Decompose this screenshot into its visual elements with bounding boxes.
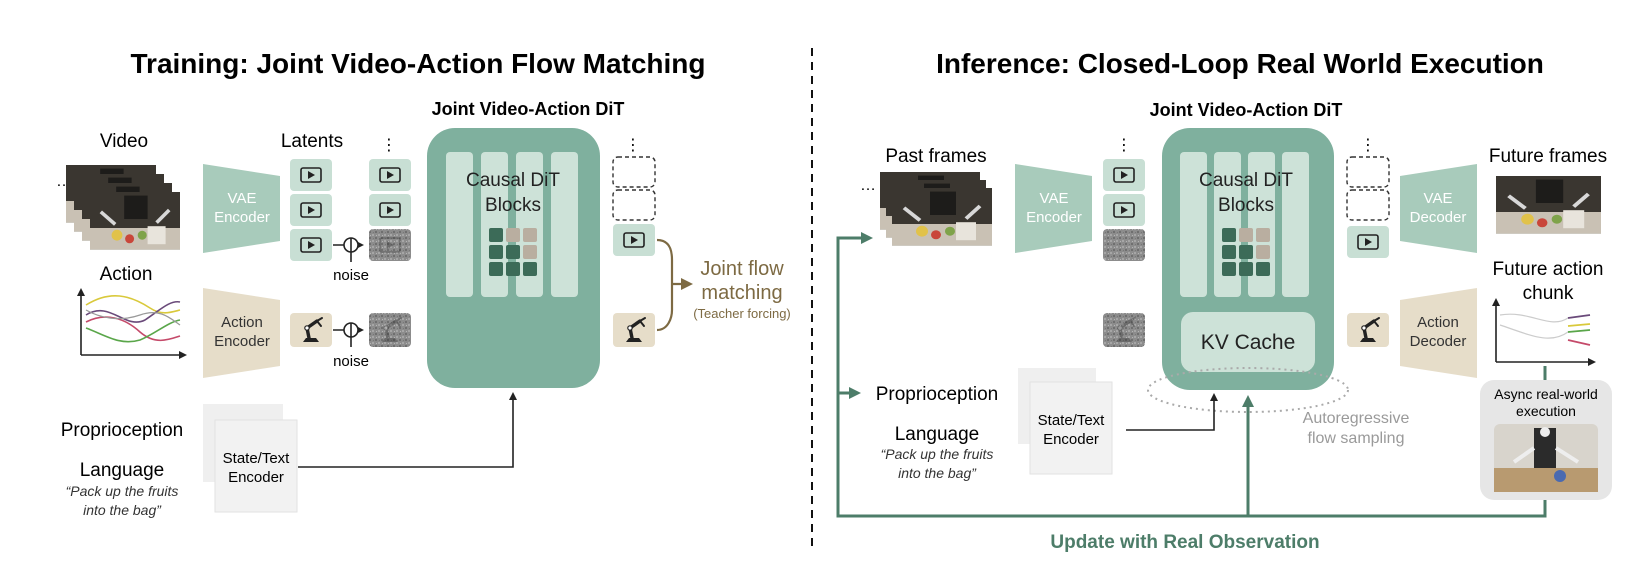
training-vae-encoder-l2: Encoder — [214, 209, 270, 226]
training-blocks-label-l1: Causal DiT — [466, 170, 560, 191]
training-state-text-encoder — [214, 419, 298, 513]
training-quote-l2: into the bag” — [83, 502, 162, 518]
training-attention-grid — [489, 228, 537, 276]
training-blocks-label-l2: Blocks — [485, 195, 541, 216]
inference-state-text-l1: State/Text — [1038, 412, 1106, 429]
video-label: Video — [100, 131, 148, 152]
latents-label: Latents — [281, 131, 343, 152]
inference-quote-l1: “Pack up the fruits — [881, 446, 994, 462]
video-frames — [64, 163, 182, 252]
teacher-forcing: (Teacher forcing) — [693, 306, 791, 321]
inference-dit-title: Joint Video-Action DiT — [1150, 100, 1343, 120]
output-action-latent — [613, 313, 655, 347]
autoregressive-loop — [1147, 367, 1349, 413]
inference-output-action-latent — [1347, 313, 1389, 347]
past-frames-label: Past frames — [885, 146, 986, 167]
vae-decoder-l2: Decoder — [1410, 209, 1467, 226]
training-title: Training: Joint Video-Action Flow Matchi… — [130, 48, 705, 79]
inference-latents-ellipsis: ⋮ — [1116, 137, 1132, 154]
action-label: Action — [100, 264, 153, 285]
future-action-l1: Future action — [1493, 259, 1604, 280]
training-language: Language — [80, 460, 165, 481]
inference-blocks-label-l2: Blocks — [1218, 195, 1274, 216]
training-action-encoder-l1: Action — [221, 314, 263, 331]
training-panel: Training: Joint Video-Action Flow Matchi… — [56, 48, 791, 518]
output-ellipsis: ⋮ — [625, 137, 641, 154]
inference-panel: Inference: Closed-Loop Real World Execut… — [836, 48, 1612, 553]
inference-noisy-video-latent — [1103, 229, 1145, 261]
joint-flow-l2: matching — [701, 282, 782, 304]
training-vae-encoder — [203, 164, 280, 253]
latents-ellipsis-a: ⋮ — [381, 137, 397, 154]
inference-action-decoder — [1400, 288, 1477, 378]
inference-vae-decoder — [1400, 164, 1477, 253]
inference-output-ellipsis: ⋮ — [1360, 137, 1376, 154]
future-action-l2: chunk — [1523, 283, 1574, 304]
noise-label-action: noise — [333, 353, 369, 370]
inference-vae-encoder — [1015, 164, 1092, 253]
inference-quote-l2: into the bag” — [898, 465, 977, 481]
joint-flow-l1: Joint flow — [700, 258, 784, 280]
action-plot — [77, 288, 187, 359]
training-proprioception: Proprioception — [61, 420, 184, 441]
training-dit-title: Joint Video-Action DiT — [432, 99, 625, 119]
autoregressive-l2: flow sampling — [1308, 430, 1405, 447]
update-label: Update with Real Observation — [1050, 532, 1319, 553]
past-frames-dots: … — [860, 177, 876, 194]
robot-photo — [1494, 424, 1598, 492]
inference-noisy-action-latent — [1103, 313, 1145, 347]
inference-language: Language — [895, 424, 980, 445]
training-action-encoder-l2: Encoder — [214, 333, 270, 350]
training-action-encoder — [203, 288, 280, 378]
inference-proprioception: Proprioception — [876, 384, 999, 405]
inference-state-text-l2: Encoder — [1043, 431, 1099, 448]
inference-title: Inference: Closed-Loop Real World Execut… — [936, 48, 1544, 79]
kv-cache-label: KV Cache — [1201, 331, 1296, 354]
autoregressive-l1: Autoregressive — [1303, 410, 1410, 427]
action-latent-tile — [290, 313, 332, 347]
inference-attention-grid — [1222, 228, 1270, 276]
inference-vae-encoder-l1: VAE — [1040, 190, 1069, 207]
noise-label-video: noise — [333, 267, 369, 284]
training-vae-encoder-l1: VAE — [228, 190, 257, 207]
kv-cache-box — [1181, 312, 1315, 372]
past-frames-stack — [878, 170, 994, 248]
noisy-latent-action — [369, 313, 411, 347]
inference-blocks-label-l1: Causal DiT — [1199, 170, 1293, 191]
action-decoder-l2: Decoder — [1410, 333, 1467, 350]
async-l1: Async real-world — [1494, 386, 1597, 402]
vae-decoder-l1: VAE — [1424, 190, 1453, 207]
future-frames-label: Future frames — [1489, 146, 1607, 167]
inference-vae-encoder-l2: Encoder — [1026, 209, 1082, 226]
future-frame-image — [1496, 176, 1601, 234]
feedback-loop-line — [836, 232, 1547, 518]
future-action-plot — [1492, 298, 1596, 366]
async-l2: execution — [1516, 403, 1576, 419]
latent-column-a — [290, 159, 332, 261]
training-state-text-l1: State/Text — [223, 450, 291, 467]
inference-state-text-encoder — [1029, 381, 1113, 475]
training-quote-l1: “Pack up the fruits — [66, 483, 179, 499]
training-state-text-l2: Encoder — [228, 469, 284, 486]
action-decoder-l1: Action — [1417, 314, 1459, 331]
latent-column-b — [369, 159, 411, 261]
